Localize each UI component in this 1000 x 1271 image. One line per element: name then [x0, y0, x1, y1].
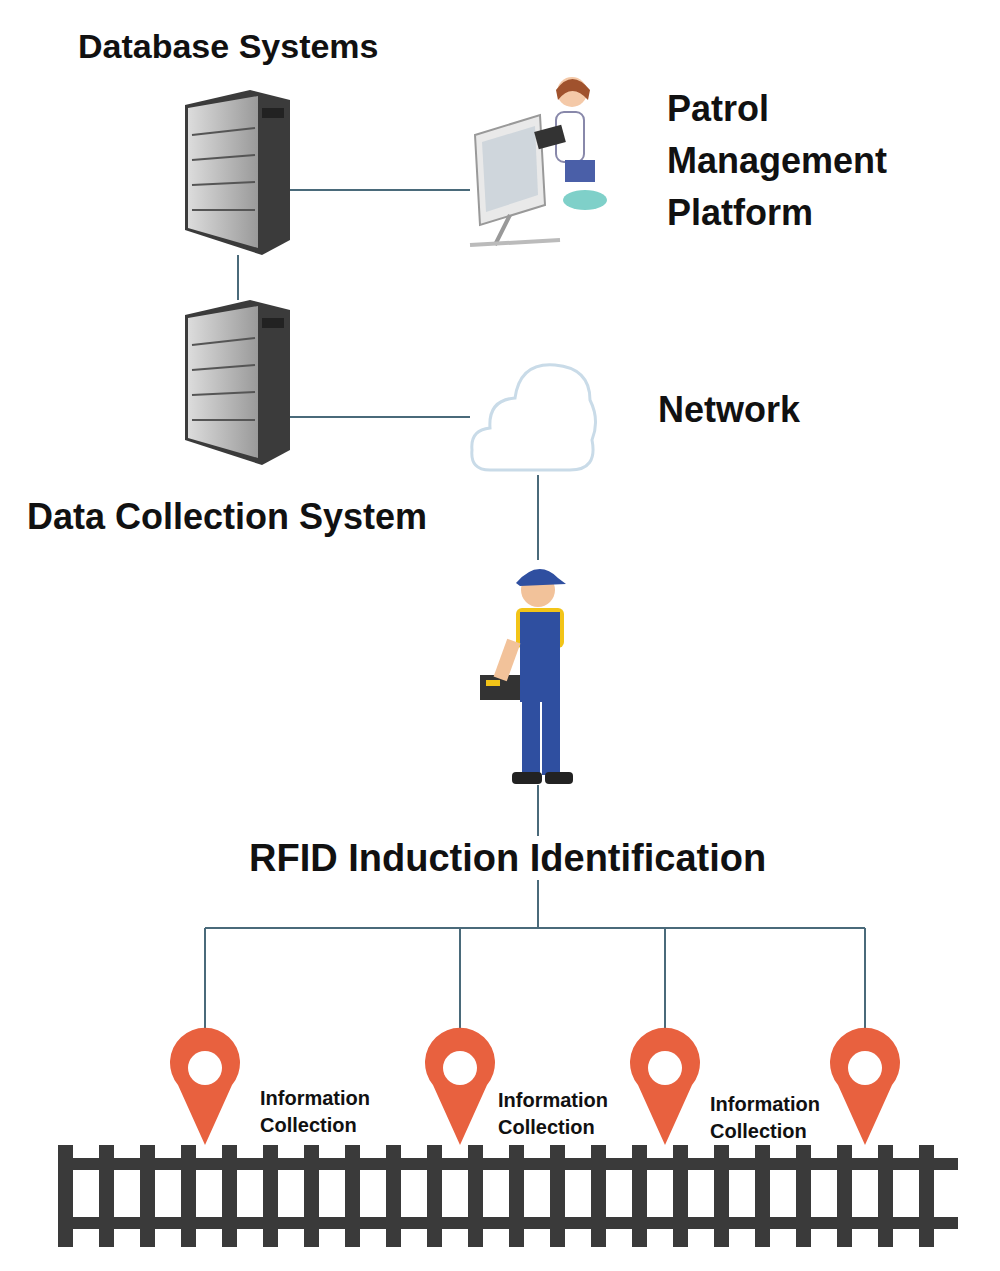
- info-label: Information Collection: [710, 1091, 845, 1145]
- diagram-node: Network: [470, 360, 595, 475]
- node-label: Database Systems: [78, 26, 379, 66]
- tap-wires: [205, 785, 865, 1035]
- info-label: Information Collection: [498, 1087, 633, 1141]
- node-label: Patrol Management Platform: [667, 83, 947, 239]
- diagram-node: Database Systems: [185, 90, 290, 255]
- location-pin: [170, 1028, 900, 1145]
- server-icon: [185, 300, 290, 465]
- node-label: Network: [658, 389, 800, 431]
- operator-icon: [470, 77, 607, 245]
- connector-line: [538, 475, 539, 560]
- worker-figure: [480, 569, 573, 784]
- server-icon: [185, 90, 290, 255]
- connector-line: [290, 417, 470, 418]
- diagram-node: RFID Induction Identification: [488, 560, 578, 788]
- railway-track: [58, 1145, 958, 1247]
- cloud-icon: [472, 365, 596, 470]
- diagram-node: Data Collection System: [185, 300, 290, 465]
- diagram-node: Patrol Management Platform: [470, 75, 615, 265]
- info-label: Information Collection: [260, 1085, 395, 1139]
- node-label: Data Collection System: [27, 496, 427, 538]
- node-label: RFID Induction Identification: [245, 836, 770, 880]
- connector-line: [290, 190, 470, 191]
- connector-line: [238, 255, 239, 300]
